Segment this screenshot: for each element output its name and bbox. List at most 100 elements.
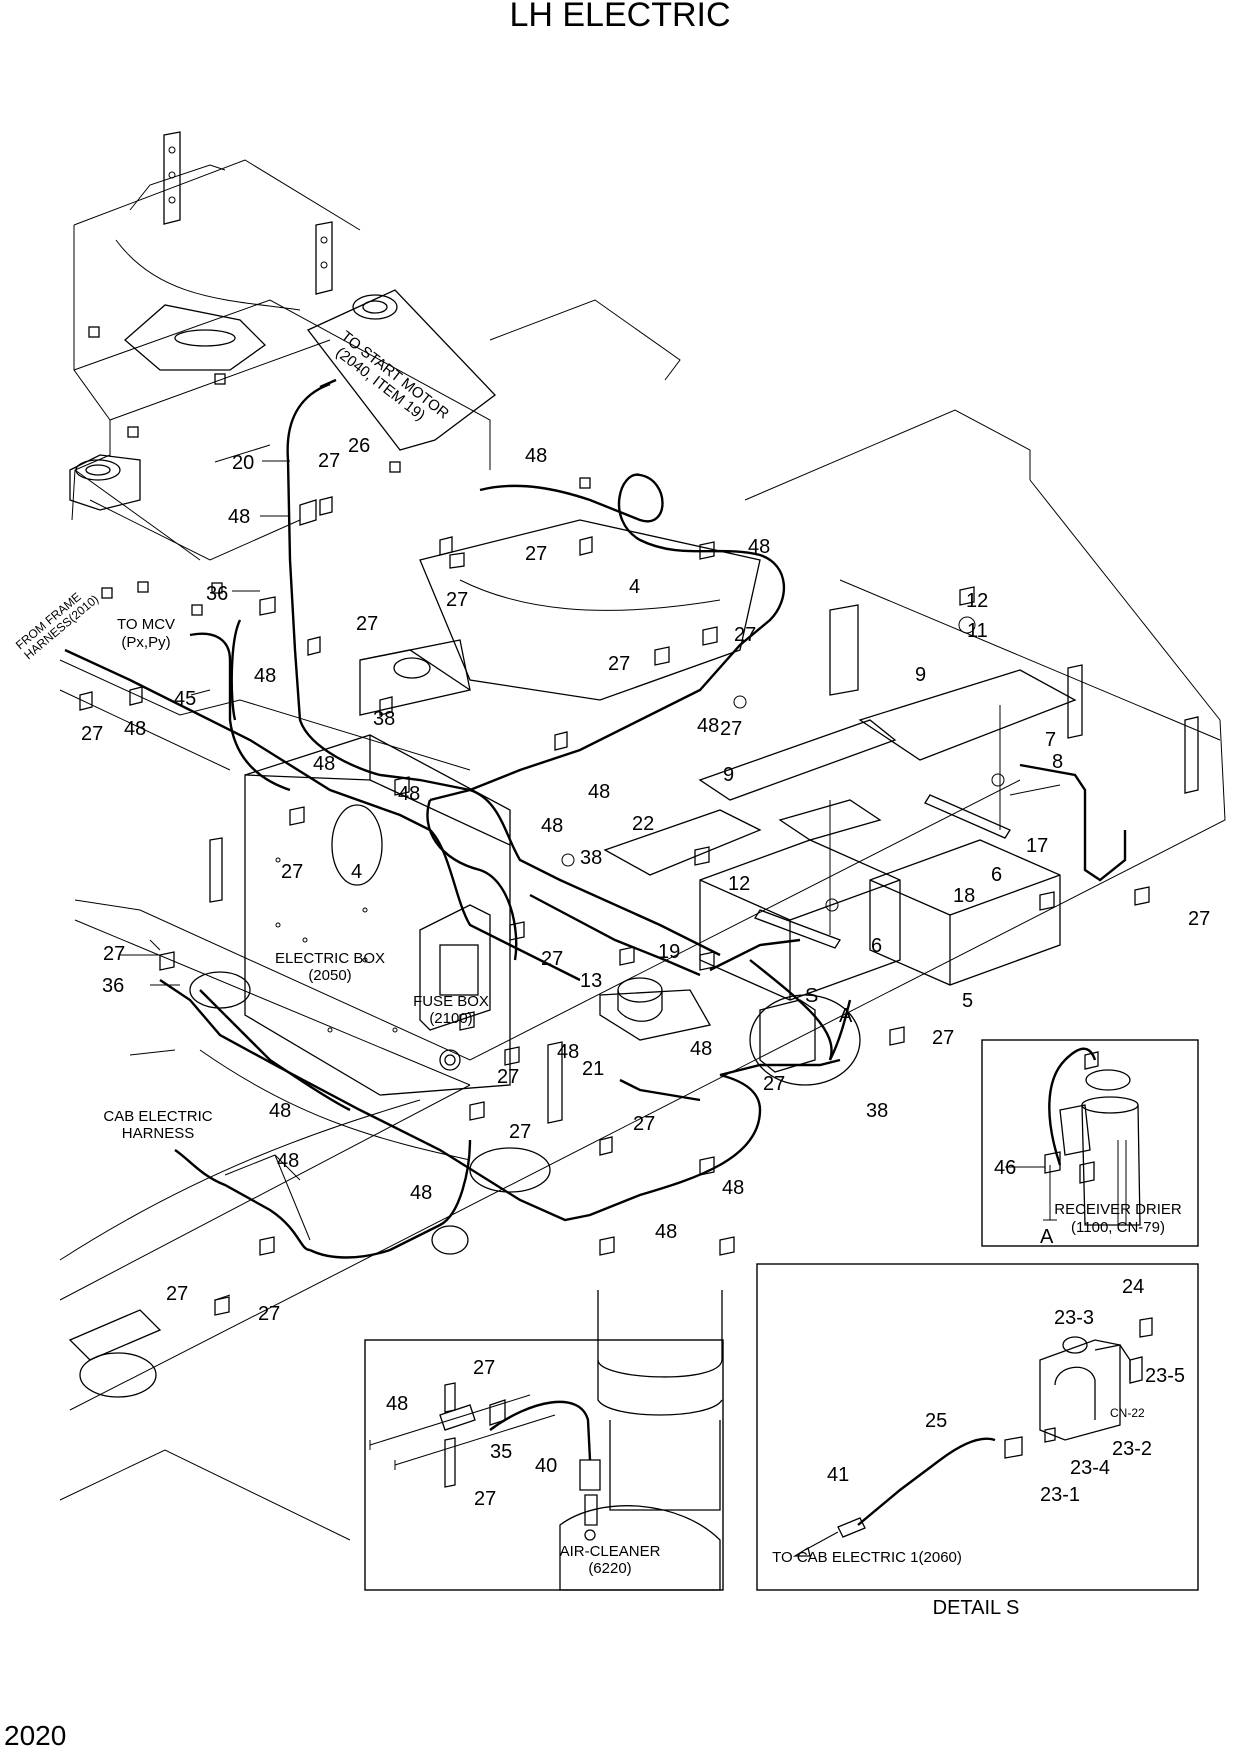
part-label: 17 xyxy=(1026,835,1048,857)
part-label: 23-3 xyxy=(1054,1307,1094,1329)
part-label: 27 xyxy=(720,718,742,740)
part-label: 24 xyxy=(1122,1276,1144,1298)
part-label: 27 xyxy=(446,589,468,611)
part-label: 27 xyxy=(608,653,630,675)
part-label: A xyxy=(839,1005,853,1027)
part-label: 19 xyxy=(658,941,680,963)
part-label: 22 xyxy=(632,813,654,835)
part-label: 27 xyxy=(1188,908,1210,930)
detail-s-sensor xyxy=(756,1263,1199,1591)
part-label: 48 xyxy=(277,1150,299,1172)
page-number: 2020 xyxy=(4,1720,66,1751)
part-label: 48 xyxy=(269,1100,291,1122)
part-label: 27 xyxy=(81,723,103,745)
part-label: 9 xyxy=(915,664,926,686)
part-label: CN-22 xyxy=(1110,1406,1145,1420)
part-label: 48 xyxy=(690,1038,712,1060)
part-label: 27 xyxy=(474,1488,496,1510)
battery-assembly xyxy=(599,705,1127,1086)
part-label: 4 xyxy=(351,861,362,883)
part-labels: 20 27 26 48 48 27 48 4 27 36 27 27 27 48… xyxy=(81,435,1210,1510)
part-label: 27 xyxy=(103,943,125,965)
part-label: 27 xyxy=(932,1027,954,1049)
part-label: 5 xyxy=(962,990,973,1012)
fuse-box-caption: (2100) xyxy=(429,1010,472,1027)
electric-box-caption: ELECTRIC BOX xyxy=(275,950,385,967)
part-label: 13 xyxy=(580,970,602,992)
part-label: 48 xyxy=(722,1177,744,1199)
part-label: 48 xyxy=(313,753,335,775)
part-label: 7 xyxy=(1045,729,1056,751)
part-label: 27 xyxy=(473,1357,495,1379)
receiver-drier-caption: RECEIVER DRIER xyxy=(1054,1201,1182,1218)
cab-harness-caption: HARNESS xyxy=(122,1125,195,1142)
part-label: 38 xyxy=(866,1100,888,1122)
part-label: 27 xyxy=(633,1113,655,1135)
part-label: 48 xyxy=(410,1182,432,1204)
part-label: 27 xyxy=(258,1303,280,1325)
part-label: 35 xyxy=(490,1441,512,1463)
part-label: 12 xyxy=(728,873,750,895)
part-label: 27 xyxy=(734,624,756,646)
part-label: 25 xyxy=(925,1410,947,1432)
part-label: 48 xyxy=(398,783,420,805)
part-label: 6 xyxy=(991,864,1002,886)
part-label: 27 xyxy=(525,543,547,565)
air-cleaner-caption: AIR-CLEANER xyxy=(560,1543,661,1560)
upper-frame-structure xyxy=(69,131,591,616)
to-mcv-caption: (Px,Py) xyxy=(121,634,170,651)
to-mcv-caption: TO MCV xyxy=(117,616,175,633)
part-label: 27 xyxy=(356,613,378,635)
part-label: 48 xyxy=(541,815,563,837)
part-label: 41 xyxy=(827,1464,849,1486)
electric-box xyxy=(244,734,511,1096)
part-label: 11 xyxy=(967,620,988,642)
part-label: 12 xyxy=(966,590,988,612)
part-label: 9 xyxy=(723,764,734,786)
air-cleaner-caption: (6220) xyxy=(588,1560,631,1577)
part-label: 18 xyxy=(953,885,975,907)
part-label: 48 xyxy=(525,445,547,467)
part-label: 48 xyxy=(124,718,146,740)
part-label: 27 xyxy=(509,1121,531,1143)
part-label: 23-2 xyxy=(1112,1438,1152,1460)
fuse-box-caption: FUSE BOX xyxy=(413,993,489,1010)
start-motor-caption: TO START MOTOR xyxy=(338,328,453,423)
part-label: 38 xyxy=(580,847,602,869)
wire-harnesses xyxy=(64,378,852,1259)
part-label: 40 xyxy=(535,1455,557,1477)
leader-lines xyxy=(120,444,1061,1301)
fasteners xyxy=(79,496,1150,1316)
part-label: 48 xyxy=(748,536,770,558)
part-label: 6 xyxy=(871,935,882,957)
part-label: 27 xyxy=(318,450,340,472)
receiver-drier-caption: (1100, CN-79) xyxy=(1071,1219,1165,1236)
part-label: 48 xyxy=(557,1041,579,1063)
part-label: 27 xyxy=(763,1073,785,1095)
part-label: 27 xyxy=(166,1283,188,1305)
to-cab-caption: TO CAB ELECTRIC 1(2060) xyxy=(772,1549,962,1566)
part-label: 23-4 xyxy=(1070,1457,1110,1479)
part-label: 23-1 xyxy=(1040,1484,1080,1506)
part-label: 38 xyxy=(373,708,395,730)
part-label: 27 xyxy=(497,1066,519,1088)
part-label: A xyxy=(1040,1226,1054,1248)
part-label: 48 xyxy=(386,1393,408,1415)
electric-box-caption: (2050) xyxy=(308,967,351,984)
part-label: 23-5 xyxy=(1145,1365,1185,1387)
detail-receiver-drier xyxy=(981,1039,1199,1247)
part-label: S xyxy=(805,985,818,1007)
part-label: 45 xyxy=(174,688,196,710)
part-label: 46 xyxy=(994,1157,1016,1179)
part-label: 48 xyxy=(655,1221,677,1243)
part-label: 48 xyxy=(588,781,610,803)
part-label: 48 xyxy=(697,715,719,737)
detail-air-cleaner xyxy=(364,1290,724,1591)
part-label: 27 xyxy=(281,861,303,883)
detail-s-caption: DETAIL S xyxy=(933,1597,1020,1619)
part-label: 36 xyxy=(102,975,124,997)
part-label: 20 xyxy=(232,452,254,474)
part-label: 8 xyxy=(1052,751,1063,773)
main-frame-structure xyxy=(59,299,1226,1541)
